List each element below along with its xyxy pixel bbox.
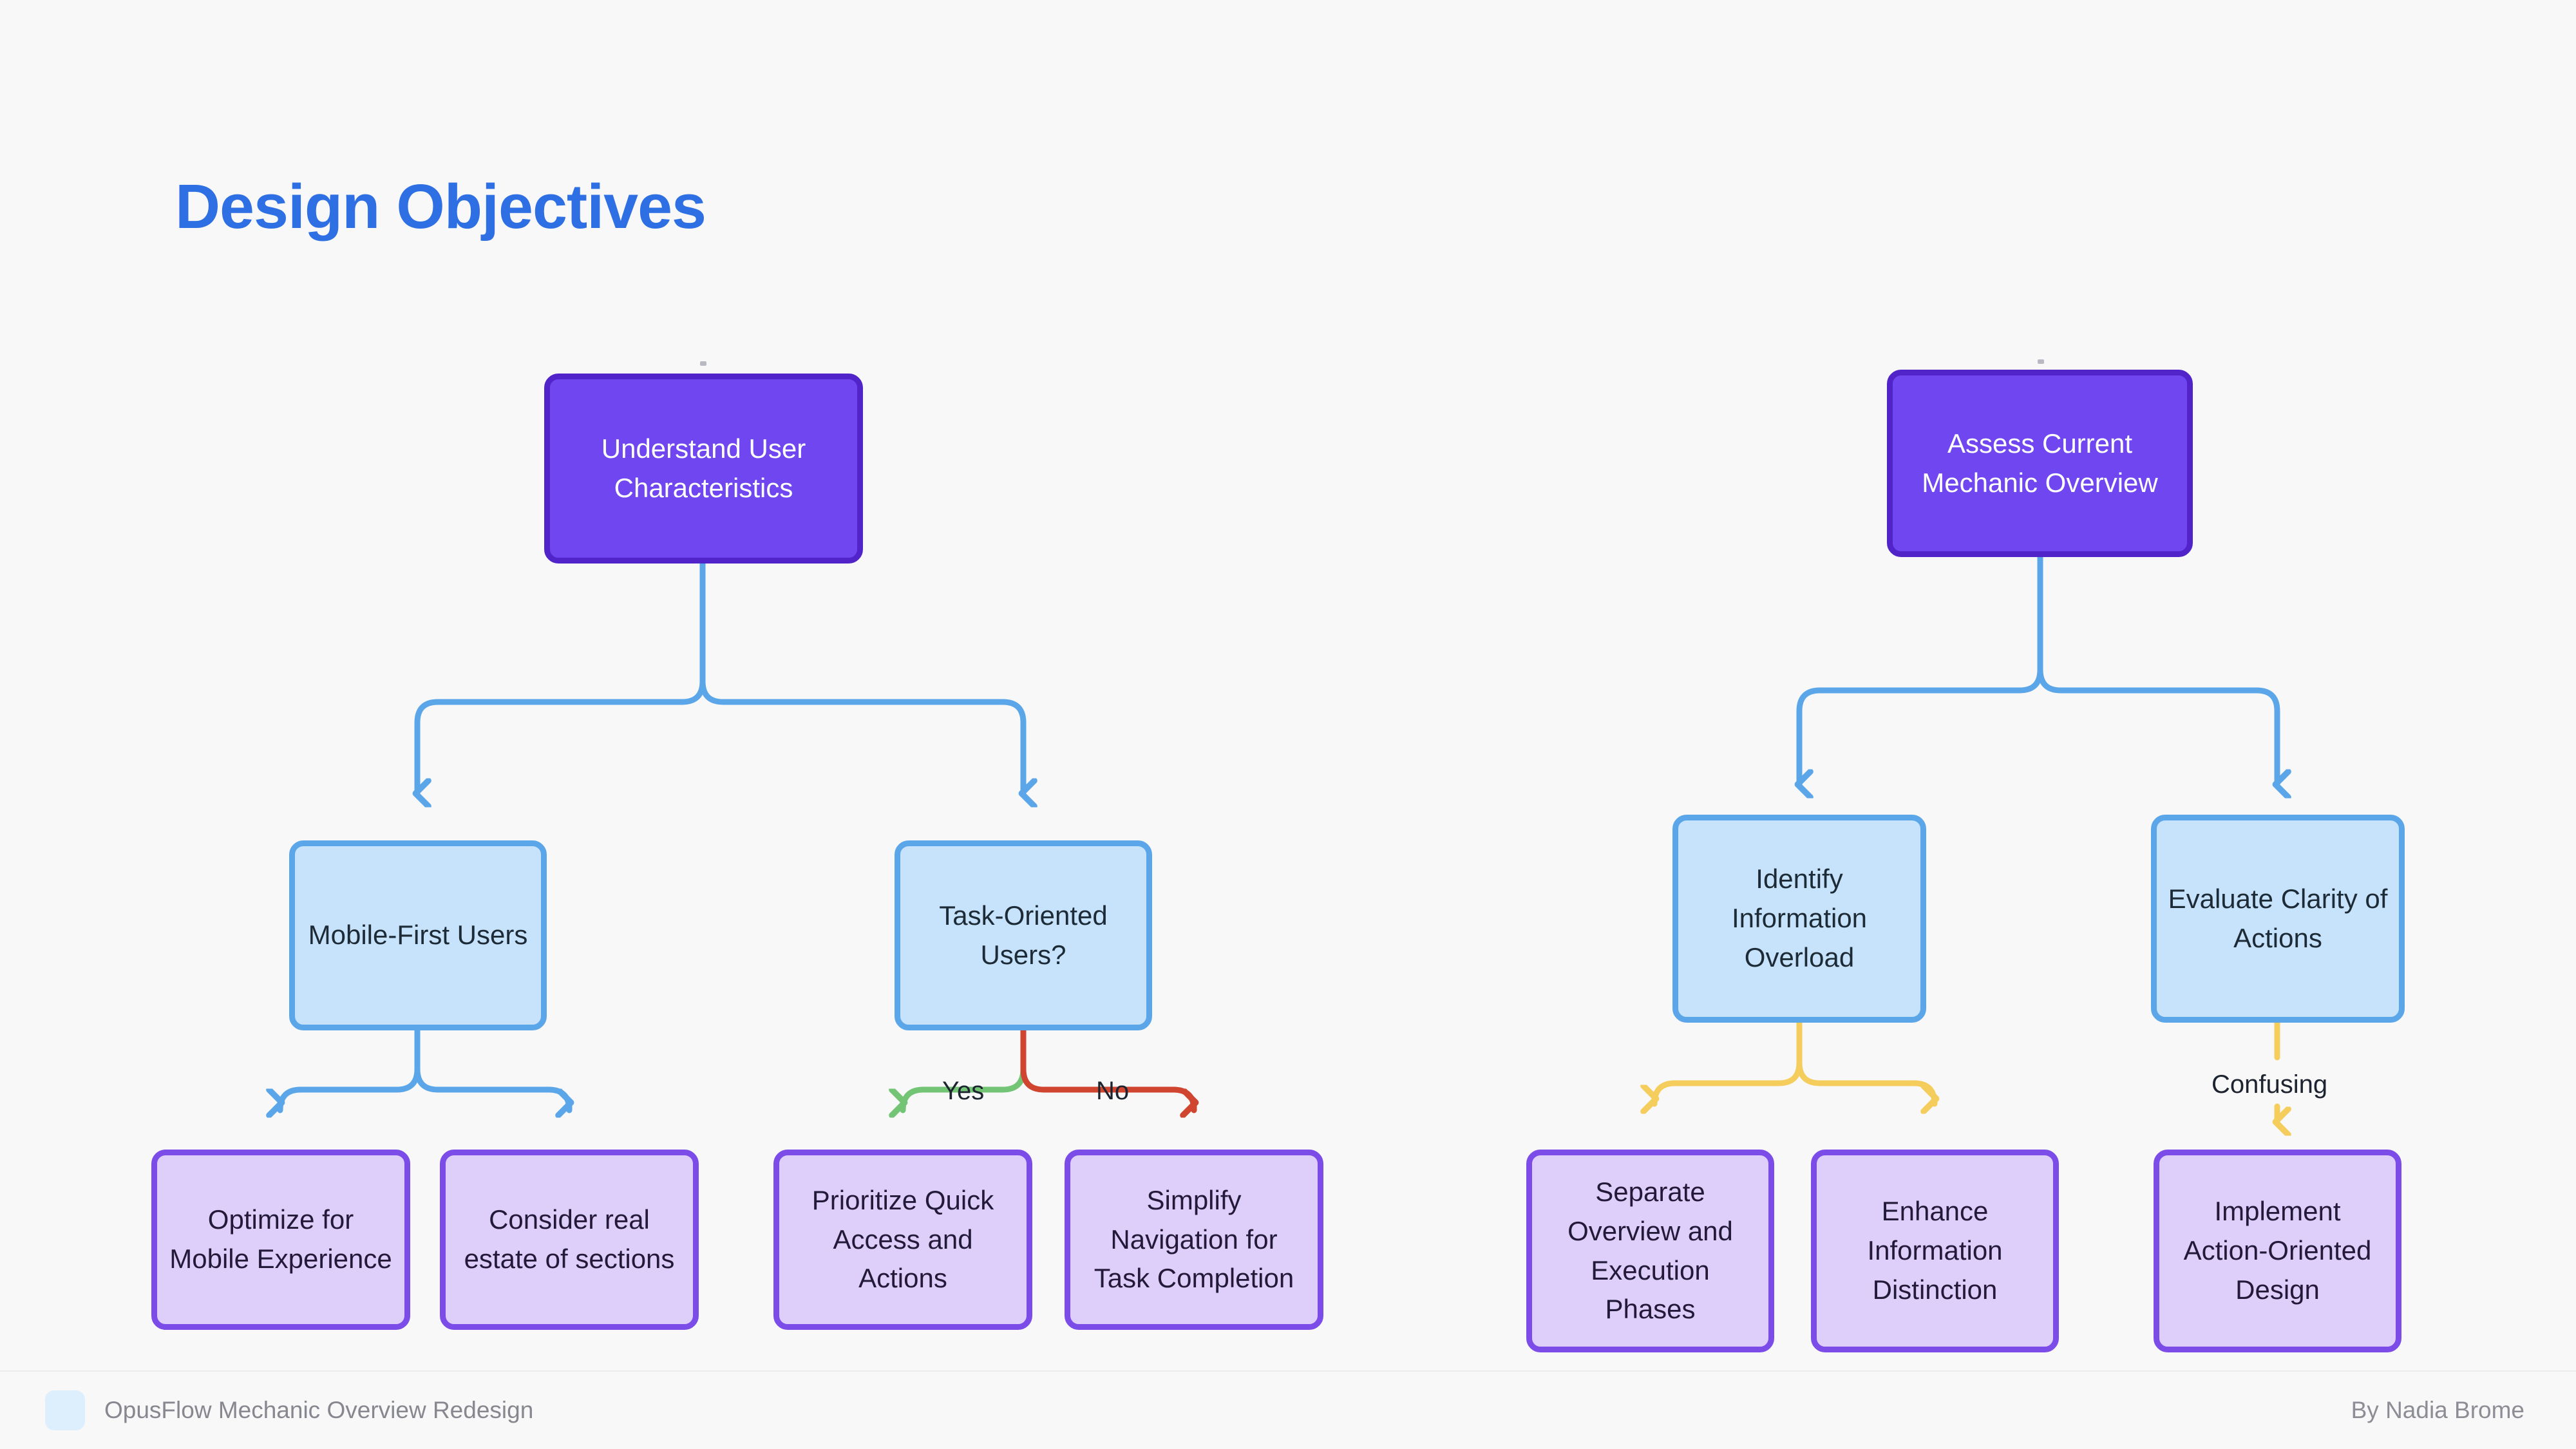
footer-author: By Nadia Brome — [2351, 1397, 2524, 1423]
edge-left-root-to-mid1 — [417, 560, 706, 793]
edge-mid1-to-leaf2 — [414, 1027, 569, 1110]
node-label: Mobile-First Users — [308, 920, 528, 951]
edge-label-yes: Yes — [942, 1077, 985, 1105]
node-simplify-navigation-for-task-completion[interactable]: Simplify Navigation for Task Completion — [1065, 1150, 1323, 1330]
node-label: Implement Action-Oriented Design — [2183, 1196, 2372, 1305]
node-label: Evaluate Clarity of Actions — [2168, 883, 2388, 953]
node-label: Separate Overview and Execution Phases — [1567, 1176, 1733, 1325]
node-label: Enhance Information Distinction — [1867, 1196, 2003, 1305]
node-optimize-for-mobile-experience[interactable]: Optimize for Mobile Experience — [151, 1150, 410, 1330]
page-title: Design Objectives — [175, 171, 706, 242]
edge-right-mid1-to-leaf1 — [1654, 1019, 1803, 1104]
node-label: Understand User Characteristics — [601, 433, 806, 503]
node-consider-real-estate-of-sections[interactable]: Consider real estate of sections — [440, 1150, 699, 1330]
edge-right-root-to-mid1 — [1799, 554, 2043, 784]
edge-label-no: No — [1096, 1077, 1130, 1105]
node-enhance-information-distinction[interactable]: Enhance Information Distinction — [1811, 1150, 2059, 1352]
node-evaluate-clarity-of-actions[interactable]: Evaluate Clarity of Actions — [2151, 815, 2405, 1023]
node-label: Simplify Navigation for Task Completion — [1094, 1184, 1294, 1294]
node-implement-action-oriented-design[interactable]: Implement Action-Oriented Design — [2154, 1150, 2401, 1352]
node-label: Identify Information Overload — [1731, 864, 1868, 972]
node-prioritize-quick-access-and-actions[interactable]: Prioritize Quick Access and Actions — [773, 1150, 1032, 1330]
edge-right-mid1-to-leaf2 — [1796, 1019, 1935, 1104]
node-label: Assess Current Mechanic Overview — [1922, 428, 2158, 498]
node-assess-current-mechanic-overview[interactable]: Assess Current Mechanic Overview — [1887, 370, 2193, 557]
edge-right-root-to-mid2 — [2037, 554, 2277, 784]
footer-bar: OpusFlow Mechanic Overview Redesign By N… — [0, 1370, 2576, 1449]
node-label: Task-Oriented Users? — [939, 900, 1108, 970]
node-identify-information-overload[interactable]: Identify Information Overload — [1672, 815, 1926, 1023]
root-anchor-dot-right — [2038, 359, 2044, 364]
node-mobile-first-users[interactable]: Mobile-First Users — [289, 840, 547, 1030]
node-label: Consider real estate of sections — [464, 1204, 675, 1274]
footer-document-title: OpusFlow Mechanic Overview Redesign — [104, 1397, 534, 1423]
node-task-oriented-users[interactable]: Task-Oriented Users? — [895, 840, 1152, 1030]
node-label: Optimize for Mobile Experience — [169, 1204, 392, 1274]
edge-label-confusing: Confusing — [2211, 1070, 2328, 1099]
root-anchor-dot-left — [700, 361, 706, 366]
node-label: Prioritize Quick Access and Actions — [811, 1184, 994, 1294]
rounded-square-icon — [45, 1390, 85, 1430]
node-separate-overview-and-execution-phases[interactable]: Separate Overview and Execution Phases — [1526, 1150, 1774, 1352]
node-understand-user-characteristics[interactable]: Understand User Characteristics — [544, 374, 863, 564]
edge-mid2-to-leaf4-no — [1020, 1027, 1194, 1110]
edge-mid1-to-leaf1 — [280, 1027, 421, 1110]
edge-left-root-to-mid2 — [699, 560, 1023, 793]
footer-left-group: OpusFlow Mechanic Overview Redesign — [45, 1390, 533, 1430]
